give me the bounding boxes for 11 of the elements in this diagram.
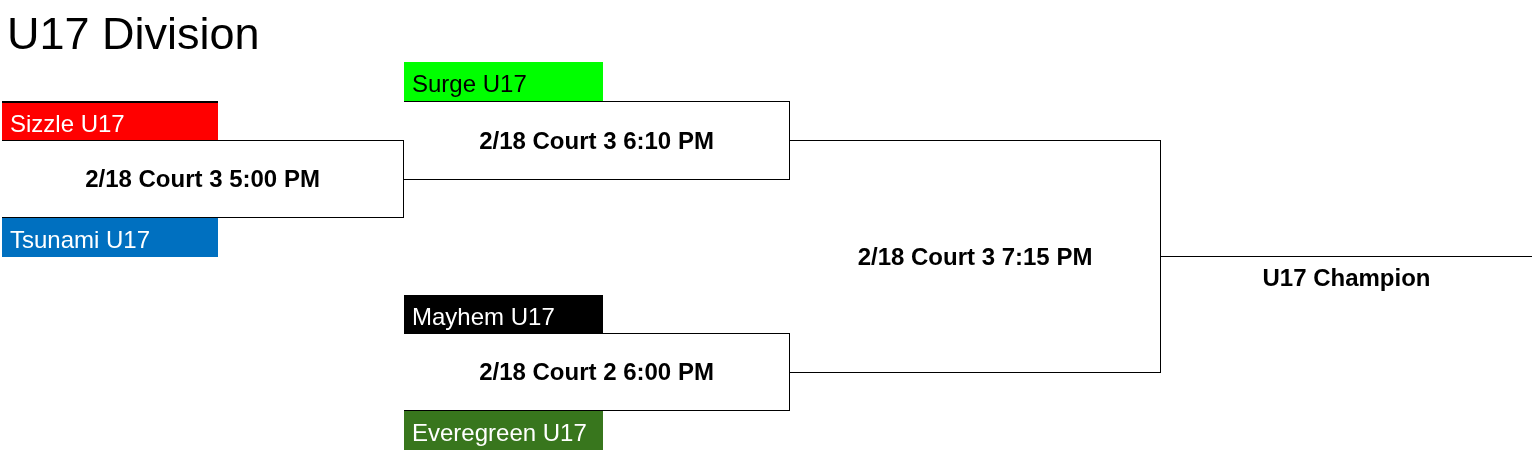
- team-slot: Mayhem U17: [404, 295, 603, 333]
- team-slot: Surge U17: [404, 62, 603, 101]
- match-bracket: 2/18 Court 3 7:15 PM: [790, 140, 1161, 373]
- title: U17 Division: [7, 11, 260, 56]
- champion-slot: U17 Champion: [1161, 256, 1532, 302]
- match-bracket: 2/18 Court 3 6:10 PM: [404, 101, 790, 180]
- team-slot: Tsunami U17: [2, 218, 218, 257]
- match-bracket: 2/18 Court 3 5:00 PM: [2, 140, 404, 218]
- team-slot: Everegreen U17: [404, 411, 603, 450]
- team-slot: Sizzle U17: [2, 101, 218, 140]
- match-bracket: 2/18 Court 2 6:00 PM: [404, 333, 790, 411]
